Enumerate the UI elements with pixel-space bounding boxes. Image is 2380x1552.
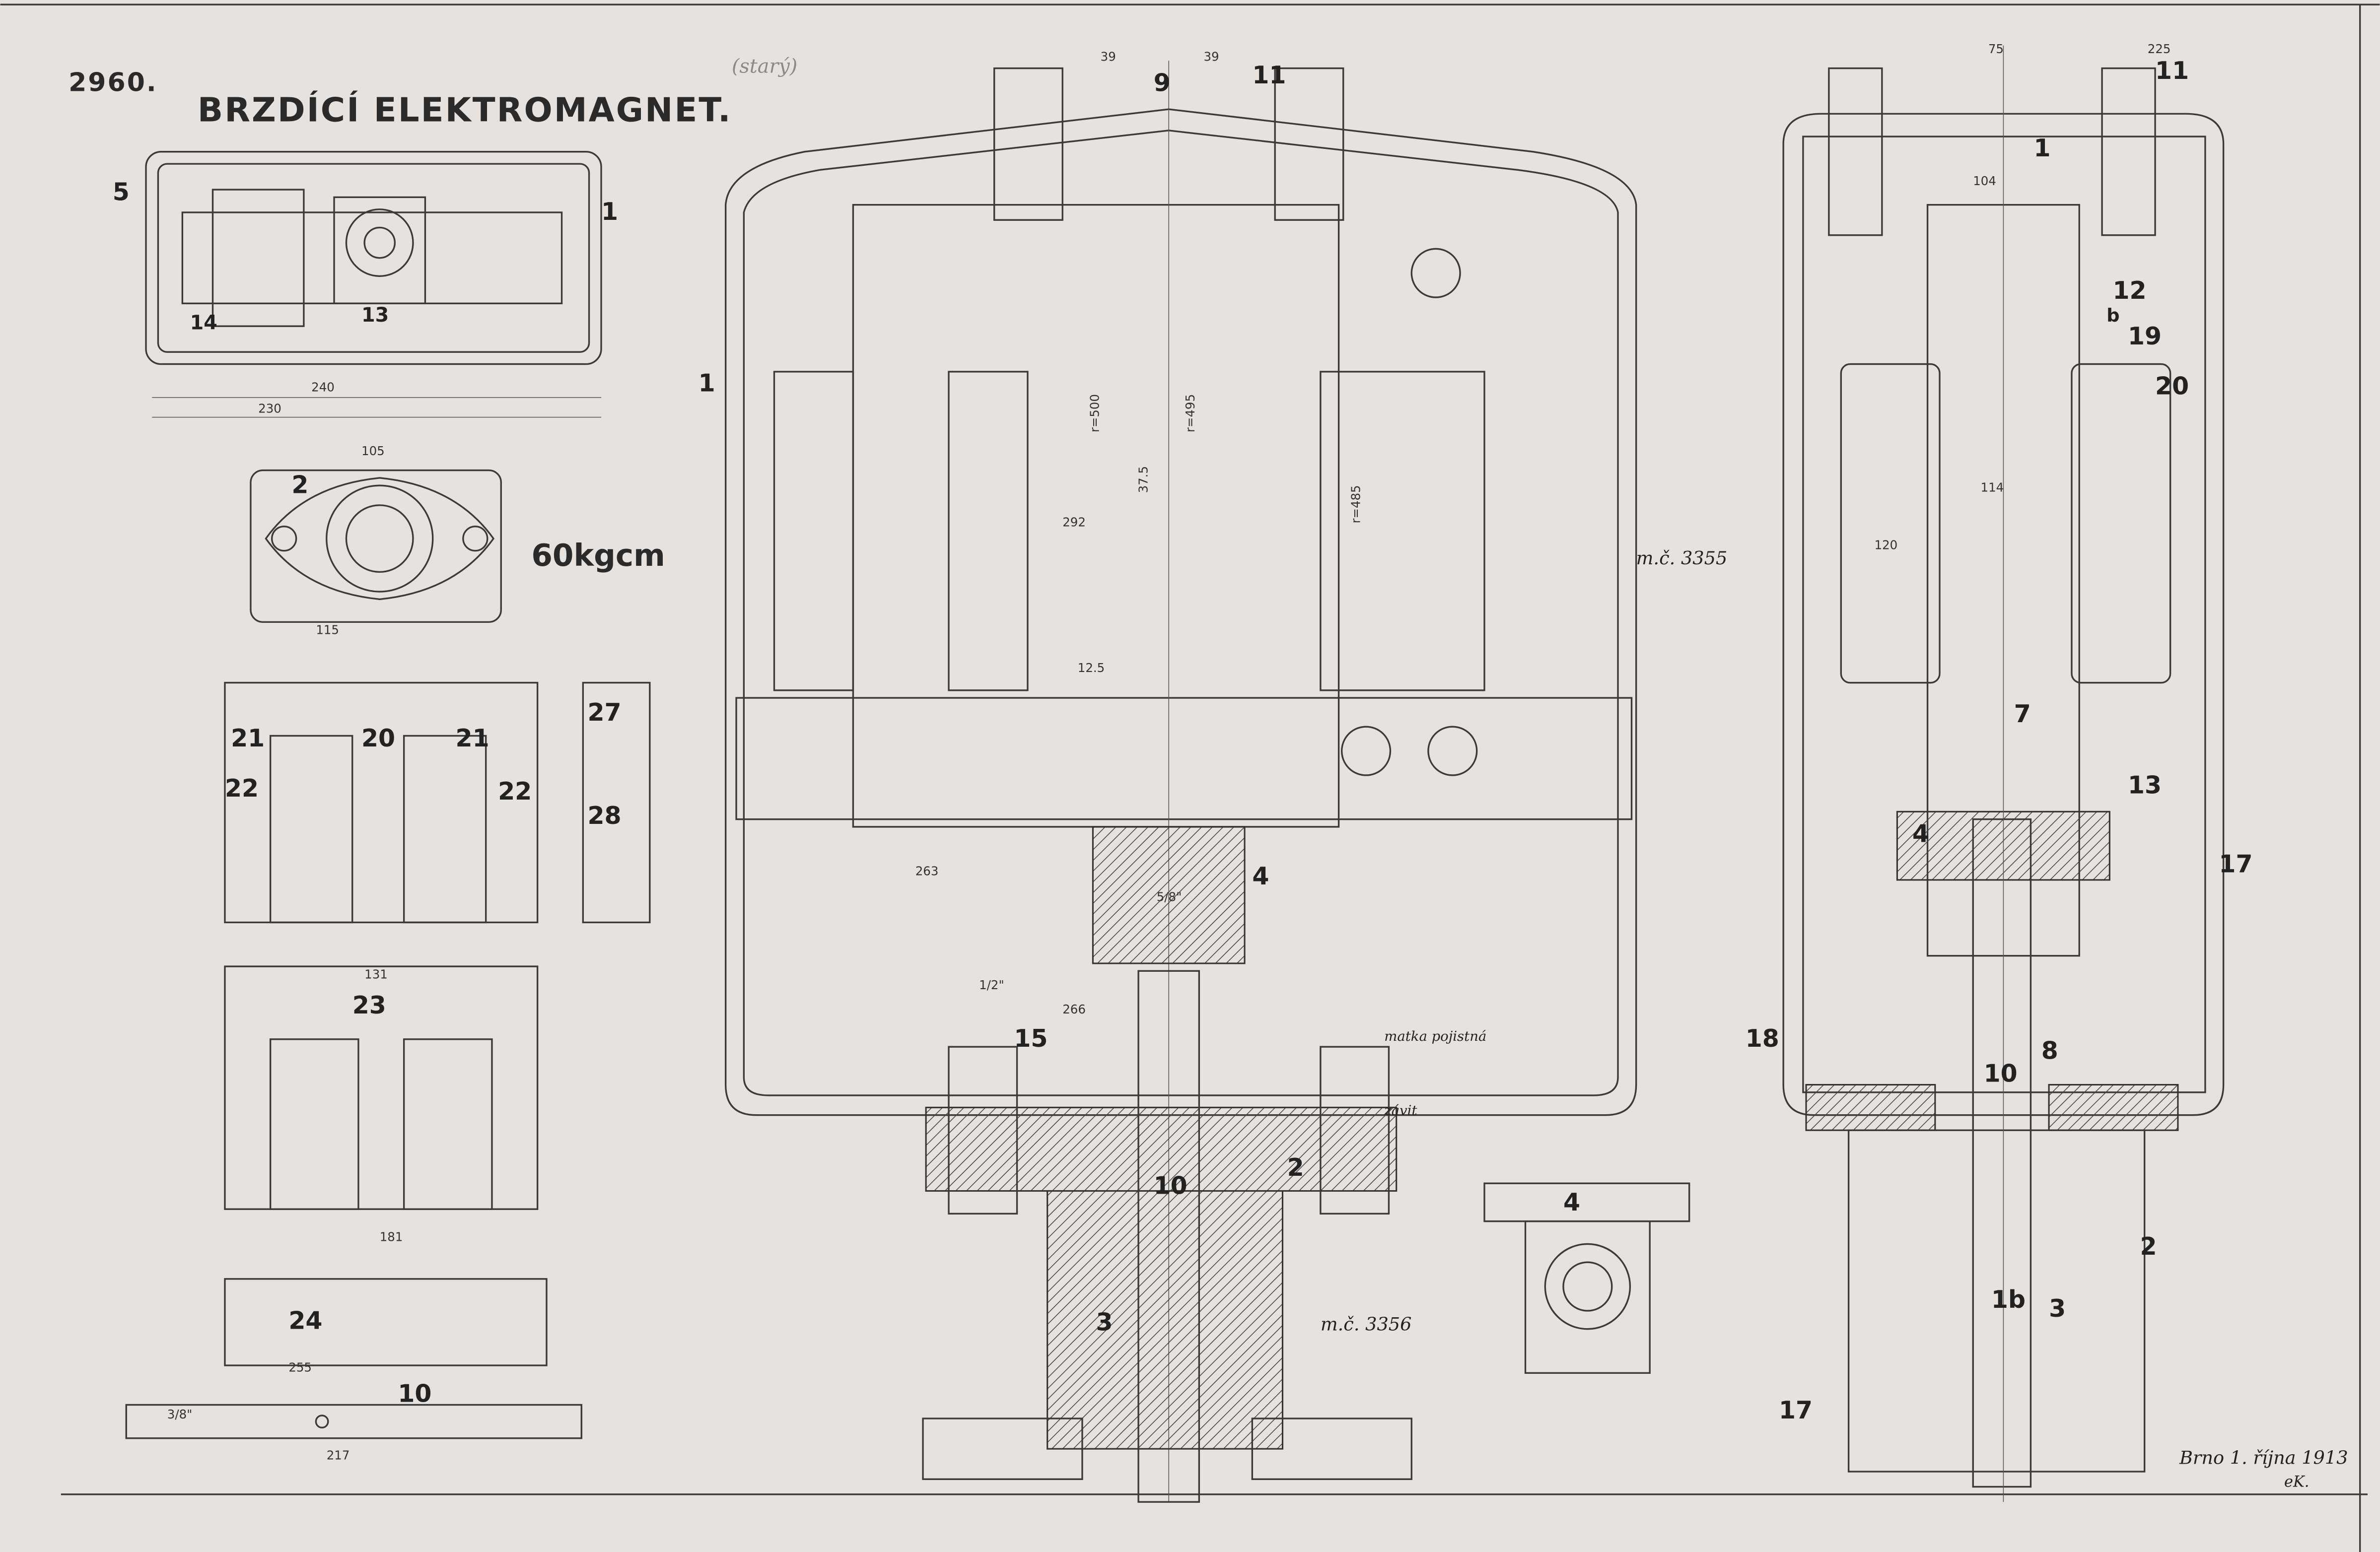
date-signature: Brno 1. října 1913: [2179, 1447, 2348, 1469]
dim: 217: [327, 1448, 350, 1463]
part-12-label: 12: [2112, 276, 2146, 305]
dim: 225: [2148, 42, 2171, 56]
part-17-label: 17: [1779, 1396, 1813, 1424]
part-8-label: 8: [2041, 1037, 2058, 1065]
bar-26: [224, 1278, 548, 1366]
part-2-side-label: 2: [2140, 1232, 2157, 1261]
part-5-label: 5: [113, 178, 130, 206]
part-b-label: b: [2106, 305, 2119, 326]
part-4-label: 4: [1563, 1188, 1580, 1216]
part-1-side-label: 1: [2034, 134, 2051, 162]
part-9-label: 9: [1154, 68, 1171, 97]
dim-thread-5-8: 5/8": [1157, 890, 1182, 904]
laminations: [224, 681, 651, 924]
initials: eK.: [2284, 1474, 2310, 1491]
lamination-25: [224, 965, 539, 1210]
part-24-label: 22: [225, 774, 259, 803]
part-22b-label: 21: [456, 724, 490, 752]
drawing-number: 2960.: [69, 67, 158, 97]
part-10-front-label: 10: [1154, 1172, 1188, 1200]
dim: 114: [1981, 480, 2004, 494]
dim: 39: [1101, 49, 1116, 64]
part-19-label: 17: [2219, 850, 2252, 878]
part-25-label: 23: [352, 991, 386, 1019]
part-13-label: 13: [361, 304, 389, 327]
dim-thread-1-2: 1/2": [979, 978, 1004, 992]
part-10-label-shaft: 10: [398, 1379, 431, 1408]
shaft-10: [125, 1404, 582, 1439]
dim-radius-500: r=500: [1088, 394, 1102, 432]
part-1-label: 1: [601, 198, 618, 226]
dim: 255: [288, 1360, 312, 1374]
note-mc3356: m.č. 3356: [1321, 1314, 1412, 1335]
part-24b-label: 22: [498, 777, 532, 806]
dim-radius-485: r=485: [1348, 485, 1363, 523]
dim: 39: [1204, 49, 1219, 64]
torque-rating: 60kgcm: [531, 538, 665, 573]
dim-12-5: 12.5: [1078, 661, 1105, 675]
dim-thread-3-8: 3/8": [167, 1407, 193, 1421]
dim: 131: [364, 967, 388, 982]
part-11-side-label: 11: [2155, 57, 2189, 85]
part-27-label: 27: [587, 698, 621, 727]
part-18-label: 18: [1746, 1024, 1779, 1053]
dim: 263: [915, 864, 939, 878]
part-2-front-label: 2: [1287, 1153, 1304, 1182]
dim: 105: [361, 444, 385, 458]
part-2-label: 2: [291, 471, 308, 499]
front-view: [724, 61, 1637, 1503]
dim: 104: [1973, 174, 1996, 188]
part-26-label: 24: [288, 1307, 322, 1335]
part-22-label: 21: [231, 724, 265, 752]
part-15-label: 15: [1014, 1024, 1048, 1053]
part-4-front-label: 4: [1252, 862, 1269, 890]
part-3-front-label: 3: [1096, 1308, 1113, 1337]
dim: 266: [1062, 1002, 1086, 1016]
dim: 75: [1988, 42, 2004, 56]
part-1b-label: 1b: [1991, 1285, 2026, 1314]
pencil-note: (starý): [732, 55, 797, 78]
drawing-title: BRZDÍCÍ ELEKTROMAGNET.: [198, 90, 732, 130]
dim: 120: [1875, 538, 1898, 552]
part-23-label: 20: [361, 724, 395, 752]
part-7-label: 7: [2014, 700, 2031, 728]
part-3-side-label: 3: [2049, 1294, 2066, 1323]
part-28-label: 28: [587, 802, 621, 830]
note-matka-pojistna: matka pojistná: [1384, 1028, 1486, 1044]
dim: 115: [316, 623, 339, 637]
dim: 230: [258, 401, 281, 415]
part-21-label: 20: [2155, 372, 2189, 401]
part-4-side-label: 4: [1912, 819, 1929, 848]
side-view: [1782, 45, 2225, 1502]
part-1-front-label: 1: [699, 369, 715, 398]
part-4-view: [1483, 1182, 1690, 1374]
flange-part-2: [250, 469, 502, 623]
part-14-label: 14: [190, 311, 217, 334]
dim-37-5: 37.5: [1136, 466, 1150, 493]
dim: 240: [311, 380, 335, 395]
part-10-side-label: 10: [1984, 1059, 2018, 1087]
top-view-detail: [145, 150, 602, 418]
part-11-label: 11: [1252, 61, 1286, 89]
part-20-label: 19: [2128, 322, 2162, 350]
dim-radius-495: r=495: [1183, 394, 1197, 432]
dim: 292: [1062, 515, 1086, 530]
part-13-side-label: 13: [2128, 771, 2162, 800]
note-zavit: závit: [1384, 1103, 1417, 1119]
dim: 181: [380, 1229, 403, 1244]
note-mc3355: m.č. 3355: [1636, 547, 1728, 569]
